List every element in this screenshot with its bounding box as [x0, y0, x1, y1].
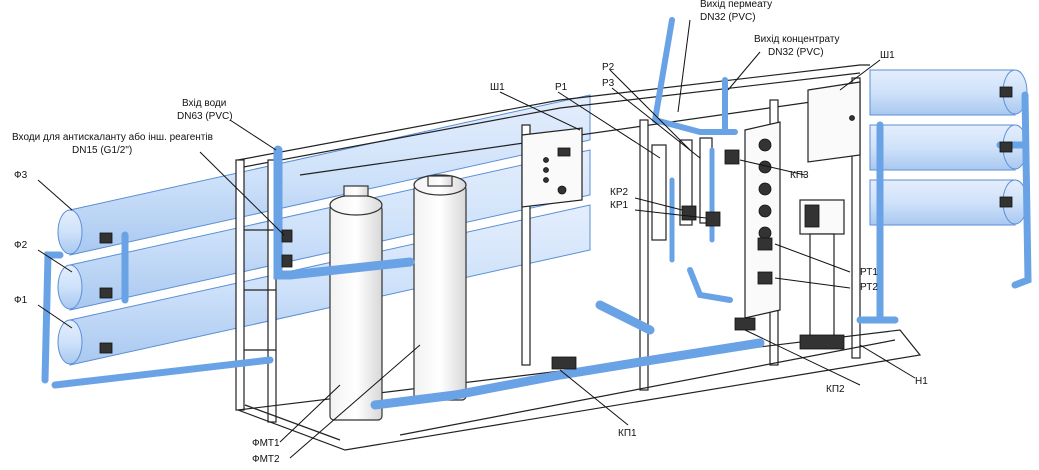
pressure-switch-2 — [757, 271, 773, 285]
label-permeate-size: DN32 (PVC) — [700, 12, 756, 23]
steel-frame — [235, 64, 922, 451]
label-kp3: КП3 — [790, 170, 809, 181]
label-kp1-valve: КП1 — [618, 428, 637, 439]
label-kp1: КР1 — [610, 200, 628, 211]
vessel-right-mid — [869, 124, 1016, 171]
diagram-labels: Вихід пермеату DN32 (PVC) Вихід концентр… — [12, 0, 928, 465]
cartridge-filters — [329, 174, 467, 421]
label-n1: Н1 — [915, 376, 928, 387]
label-water-in-size: DN63 (PVC) — [177, 111, 233, 122]
valve-f1 — [99, 342, 113, 354]
label-p2: Р2 — [602, 62, 615, 73]
valve-right-top — [999, 86, 1013, 98]
valve-kp2 — [734, 317, 756, 331]
label-f2: Ф2 — [14, 240, 28, 251]
pump-body — [809, 233, 835, 345]
label-f1: Ф1 — [14, 295, 28, 306]
valve-f3 — [99, 232, 113, 244]
label-kp2-valve: КП2 — [826, 384, 845, 395]
pressure-switch-1 — [757, 237, 773, 251]
valve-f2 — [99, 287, 113, 299]
label-fmt1: ФМТ1 — [252, 438, 280, 449]
valve-right-bot — [999, 196, 1013, 208]
vessel-f1-cap — [57, 319, 83, 365]
dosing-port-1 — [281, 229, 293, 243]
dosing-port-2 — [281, 254, 293, 268]
label-f3: Ф3 — [14, 170, 28, 181]
label-antiscalant-in: Входи для антискаланту або інш. реагенті… — [12, 131, 213, 143]
cabinets — [521, 81, 861, 208]
label-kp2: КР2 — [610, 187, 628, 198]
filter-fmt2 — [413, 184, 467, 401]
label-concentrate-out: Вихід концентрату — [754, 34, 840, 45]
vessel-f2-cap — [57, 264, 83, 310]
gauge-5 — [758, 226, 772, 240]
label-rt1: РТ1 — [860, 267, 878, 278]
label-sh1-left: Ш1 — [490, 82, 505, 93]
rotameters — [651, 137, 713, 241]
label-fmt2: ФМТ2 — [252, 454, 280, 465]
pump-n1 — [799, 199, 845, 350]
label-rt2: РТ2 — [860, 282, 878, 293]
valve-kp2-reg — [705, 211, 721, 227]
label-p1: Р1 — [555, 82, 568, 93]
label-water-in: Вхід води — [182, 98, 226, 109]
gauge-3 — [758, 182, 772, 196]
label-concentrate-size: DN32 (PVC) — [768, 47, 824, 58]
vessel-f3-cap — [57, 209, 83, 255]
vessel-right-top — [869, 69, 1016, 116]
gauge-panel — [744, 121, 781, 319]
label-p3: Р3 — [602, 78, 615, 89]
cabinet-left — [521, 127, 583, 208]
leader-lines — [37, 19, 916, 459]
vessel-right-bot — [869, 179, 1016, 226]
label-antiscalant-size: DN15 (G1/2") — [72, 145, 132, 156]
valve-right-mid — [999, 141, 1013, 153]
gauge-4 — [758, 204, 772, 218]
cabinet-right — [807, 81, 861, 163]
rotameter-r2 — [679, 139, 693, 226]
valve-kp1 — [551, 356, 577, 370]
gauge-1 — [758, 138, 772, 152]
rotameter-r1 — [651, 144, 667, 241]
label-permeate-out: Вихід пермеату — [700, 0, 772, 10]
label-sh1-right: Ш1 — [880, 50, 895, 61]
valve-kp1-reg — [681, 205, 697, 221]
valve-kp3 — [724, 149, 740, 165]
